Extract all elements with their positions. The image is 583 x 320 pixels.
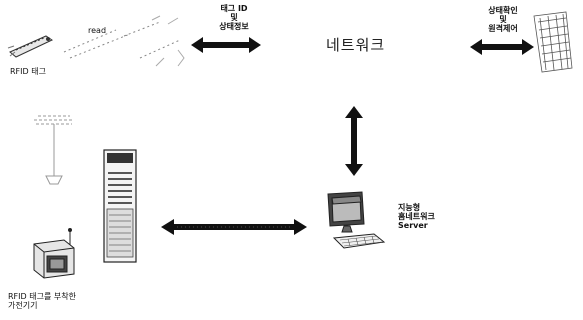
arrow-network-remote	[470, 39, 534, 55]
server-line-3: Server	[398, 221, 435, 230]
server-line-1: 지능형	[398, 203, 435, 212]
server-computer-icon	[322, 190, 392, 256]
appliance-label: RFID 태그를 부착한 가전기기	[8, 292, 76, 310]
remote-control-label: 상태확인 및 원격제어	[476, 6, 530, 33]
remote-line-3: 원격제어	[476, 24, 530, 33]
read-signal-lines	[60, 14, 200, 74]
appliance-line-1: RFID 태그를 부착한	[8, 292, 76, 301]
server-line-2: 홈네트워크	[398, 212, 435, 221]
server-label: 지능형 홈네트워크 Server	[398, 203, 435, 230]
rfid-tag-label: RFID 태그	[10, 67, 46, 76]
arrow-appliance-server	[161, 219, 307, 235]
tag-info-line-3: 상태정보	[208, 22, 260, 31]
remote-line-1: 상태확인	[476, 6, 530, 15]
arrow-network-server	[345, 106, 363, 176]
appliance-line-2: 가전기기	[8, 301, 76, 310]
tag-info-line-1: 태그 ID	[208, 4, 260, 13]
network-label: 네트워크	[326, 37, 385, 54]
rfid-tag-icon	[8, 30, 68, 60]
remote-device-icon	[530, 10, 576, 74]
small-appliance-icon	[30, 228, 80, 280]
arrow-tag-network	[191, 37, 261, 53]
remote-line-2: 및	[476, 15, 530, 24]
lamp-icon	[28, 106, 88, 186]
tag-info-line-2: 및	[208, 13, 260, 22]
air-conditioner-icon	[103, 149, 137, 263]
tag-info-label: 태그 ID 및 상태정보	[208, 4, 260, 31]
